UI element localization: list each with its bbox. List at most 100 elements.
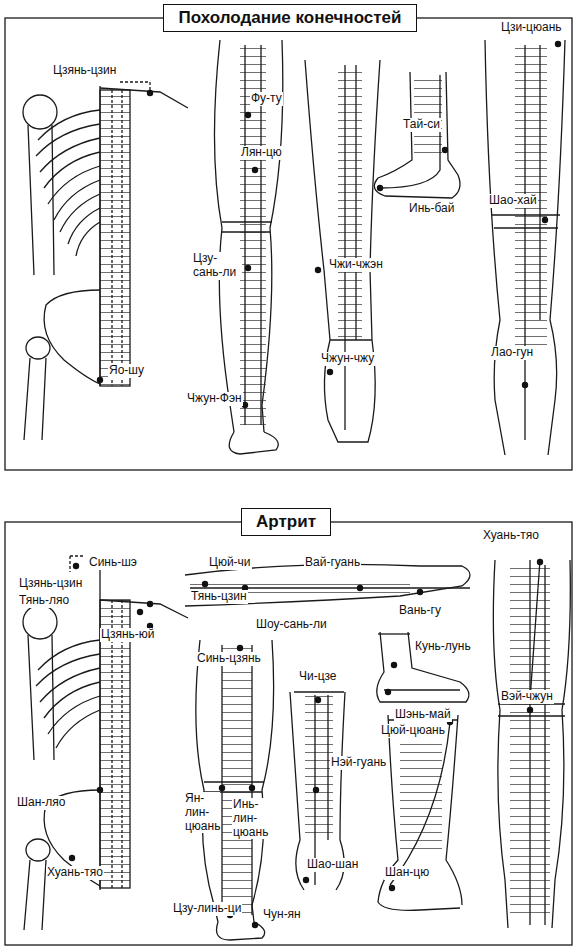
figure-circle [245, 112, 251, 118]
figure-circle [385, 689, 391, 695]
figure-path [446, 715, 462, 905]
figure-path [552, 560, 570, 928]
figure-circle [555, 41, 561, 47]
figure-path [185, 564, 470, 606]
figure-path [345, 65, 356, 430]
figure-path [530, 560, 545, 925]
point-label: Синь-шэ [88, 556, 138, 570]
figure-path [305, 60, 330, 340]
point-label: Цзянь-цзин [18, 577, 83, 591]
figure-rect [5, 522, 572, 945]
point-label: Чжун-чжу [320, 352, 375, 366]
point-label: Цзу-линь-ци [172, 902, 242, 916]
figure-path [36, 640, 100, 748]
heading-box: Артрит [241, 508, 331, 536]
point-label: Ян- лин- цюань [184, 792, 220, 833]
figure-path [120, 82, 150, 96]
figure-path [70, 556, 84, 572]
heading-box: Похолодание конечностей [163, 4, 416, 32]
figure-circle [542, 217, 548, 223]
figure-circle [391, 662, 397, 668]
figure-circle [69, 855, 75, 861]
point-label: Инь-бай [408, 202, 455, 216]
point-label: Цюй-чи [208, 556, 252, 570]
point-label: Шан-ляо [16, 796, 66, 810]
point-label: Вай-гуань [304, 556, 361, 570]
figure-circle [303, 877, 309, 883]
point-label: Тянь-ляо [18, 594, 70, 608]
figure-path [28, 125, 54, 275]
figure-path [485, 40, 505, 455]
figure-path [190, 587, 470, 588]
point-label: Хуань-тяо [46, 866, 104, 880]
figure-circle [137, 609, 143, 615]
point-label: Тай-си [402, 118, 441, 132]
point-label: Фу-ту [250, 92, 283, 106]
figure-circle [389, 885, 395, 891]
figure-path [378, 633, 410, 634]
point-label: Чжун-Фэн [186, 392, 243, 406]
figure-circle [147, 90, 153, 96]
point-label: Вань-гу [398, 604, 442, 618]
point-label: Шан-цю [384, 866, 430, 880]
figure-rect [305, 695, 333, 840]
figure-rect [100, 600, 130, 888]
heading-text: Артрит [256, 512, 316, 531]
point-label: Тянь-цзин [190, 590, 248, 604]
point-label: Хуань-тяо [482, 529, 540, 543]
point-label: Цюй-цюань [380, 724, 446, 738]
point-label: Лао-гун [490, 346, 534, 360]
figure-path [252, 640, 274, 922]
figure-rect [414, 75, 442, 155]
point-label: Цзу- сань-ли [192, 252, 242, 280]
figure-circle [327, 369, 333, 375]
figure-path [390, 722, 450, 885]
figure-path [24, 860, 46, 930]
point-label: Шэнь-май [394, 708, 452, 722]
figure-rect [338, 65, 362, 340]
figure-circle [147, 601, 153, 607]
figure-path [28, 635, 54, 760]
figure-circle [23, 605, 57, 639]
heading-text: Похолодание конечностей [178, 8, 401, 27]
point-label: Синь-цзянь [196, 652, 262, 666]
point-label: Нэй-гуань [330, 756, 387, 770]
figure-path [384, 689, 460, 690]
figure-circle [237, 645, 243, 651]
figure-path [44, 290, 100, 384]
point-label: Инь- лин- цюань [232, 798, 268, 839]
figure-circle [245, 265, 251, 271]
figure-rect [100, 90, 130, 386]
figure-path [196, 640, 218, 922]
figure-path [294, 691, 344, 692]
point-label: Чжи-чжэн [328, 258, 384, 272]
point-label: Яо-шу [108, 364, 145, 378]
figure-circle [97, 377, 103, 383]
figure-circle [249, 785, 255, 791]
point-label: Цзянь-цзин [52, 64, 117, 78]
figure-ellipse [26, 337, 50, 359]
figure-circle [315, 267, 321, 273]
figure-path [112, 600, 122, 888]
figure-path [217, 922, 265, 940]
figure-circle [527, 707, 533, 713]
figure-circle [442, 147, 448, 153]
figure-rect [5, 18, 572, 470]
point-label: Вэй-чжун [500, 690, 554, 704]
figure-circle [219, 785, 225, 791]
figure-circle [242, 402, 248, 408]
figure-circle [97, 787, 103, 793]
figure-path [290, 692, 304, 890]
point-label: Чун-ян [262, 908, 302, 922]
figure-circle [537, 559, 543, 565]
point-label: Кунь-лунь [414, 640, 472, 654]
figure-circle [522, 382, 528, 388]
figure-circle [313, 787, 319, 793]
figure-path [525, 45, 540, 440]
figure-circle [23, 95, 57, 129]
point-label: Шао-хай [488, 194, 538, 208]
figure-circle [73, 563, 79, 569]
figure-circle [252, 922, 258, 928]
